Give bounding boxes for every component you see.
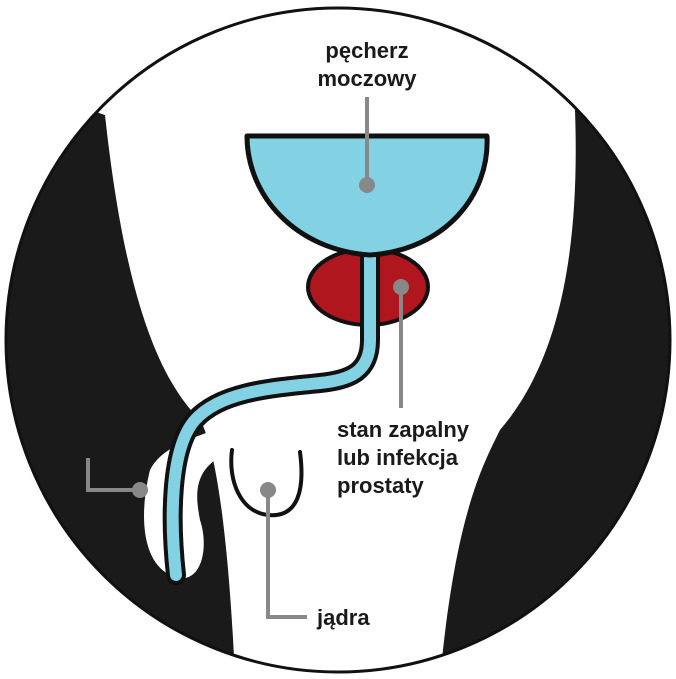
prostate-label-line1: stan zapalny (337, 417, 470, 442)
prostate-label-line3: prostaty (337, 473, 425, 498)
penis-dot (132, 482, 148, 498)
prostate-label-line2: lub infekcja (337, 445, 459, 470)
testes-dot (260, 482, 276, 498)
prostate-dot (393, 279, 409, 295)
bladder-label-line2: moczowy (317, 66, 417, 91)
penis-label: penis (57, 424, 114, 449)
bladder-dot (359, 177, 375, 193)
bladder-label-line1: pęcherz (325, 38, 408, 63)
testes-label: jądra (316, 605, 370, 630)
